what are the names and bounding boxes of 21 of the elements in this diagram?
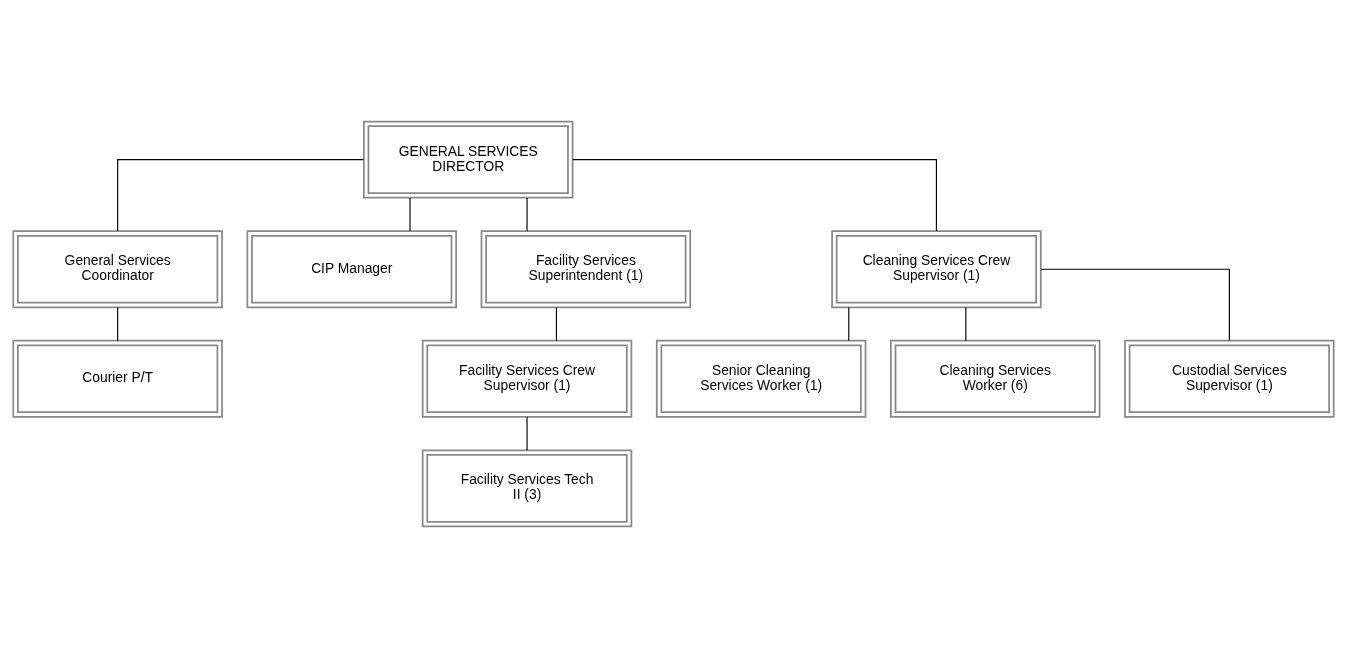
node-box: CIP Manager — [246, 230, 457, 309]
connector — [572, 159, 937, 232]
node-box: Facility Services Superintendent (1) — [480, 230, 692, 309]
connector — [1040, 268, 1230, 342]
node-box: Facility Services Tech II (3) — [421, 449, 633, 528]
node-box: Senior Cleaning Services Worker (1) — [655, 339, 867, 418]
node-box: Cleaning Services Crew Supervisor (1) — [831, 230, 1042, 309]
connector — [409, 197, 411, 232]
connector — [117, 159, 365, 232]
node-box: Cleaning Services Worker (6) — [890, 339, 1101, 418]
connector — [117, 306, 119, 342]
connector — [965, 306, 967, 342]
connector — [526, 197, 528, 232]
connector — [848, 306, 850, 342]
node-box: GENERAL SERVICES DIRECTOR — [363, 120, 574, 199]
node-box: Courier P/T — [12, 339, 223, 418]
node-box: Custodial Services Supervisor (1) — [1124, 339, 1335, 418]
connector — [555, 306, 558, 342]
node-box: Facility Services Crew Supervisor (1) — [421, 339, 633, 418]
node-box: General Services Coordinator — [12, 230, 223, 309]
connector — [526, 416, 528, 451]
